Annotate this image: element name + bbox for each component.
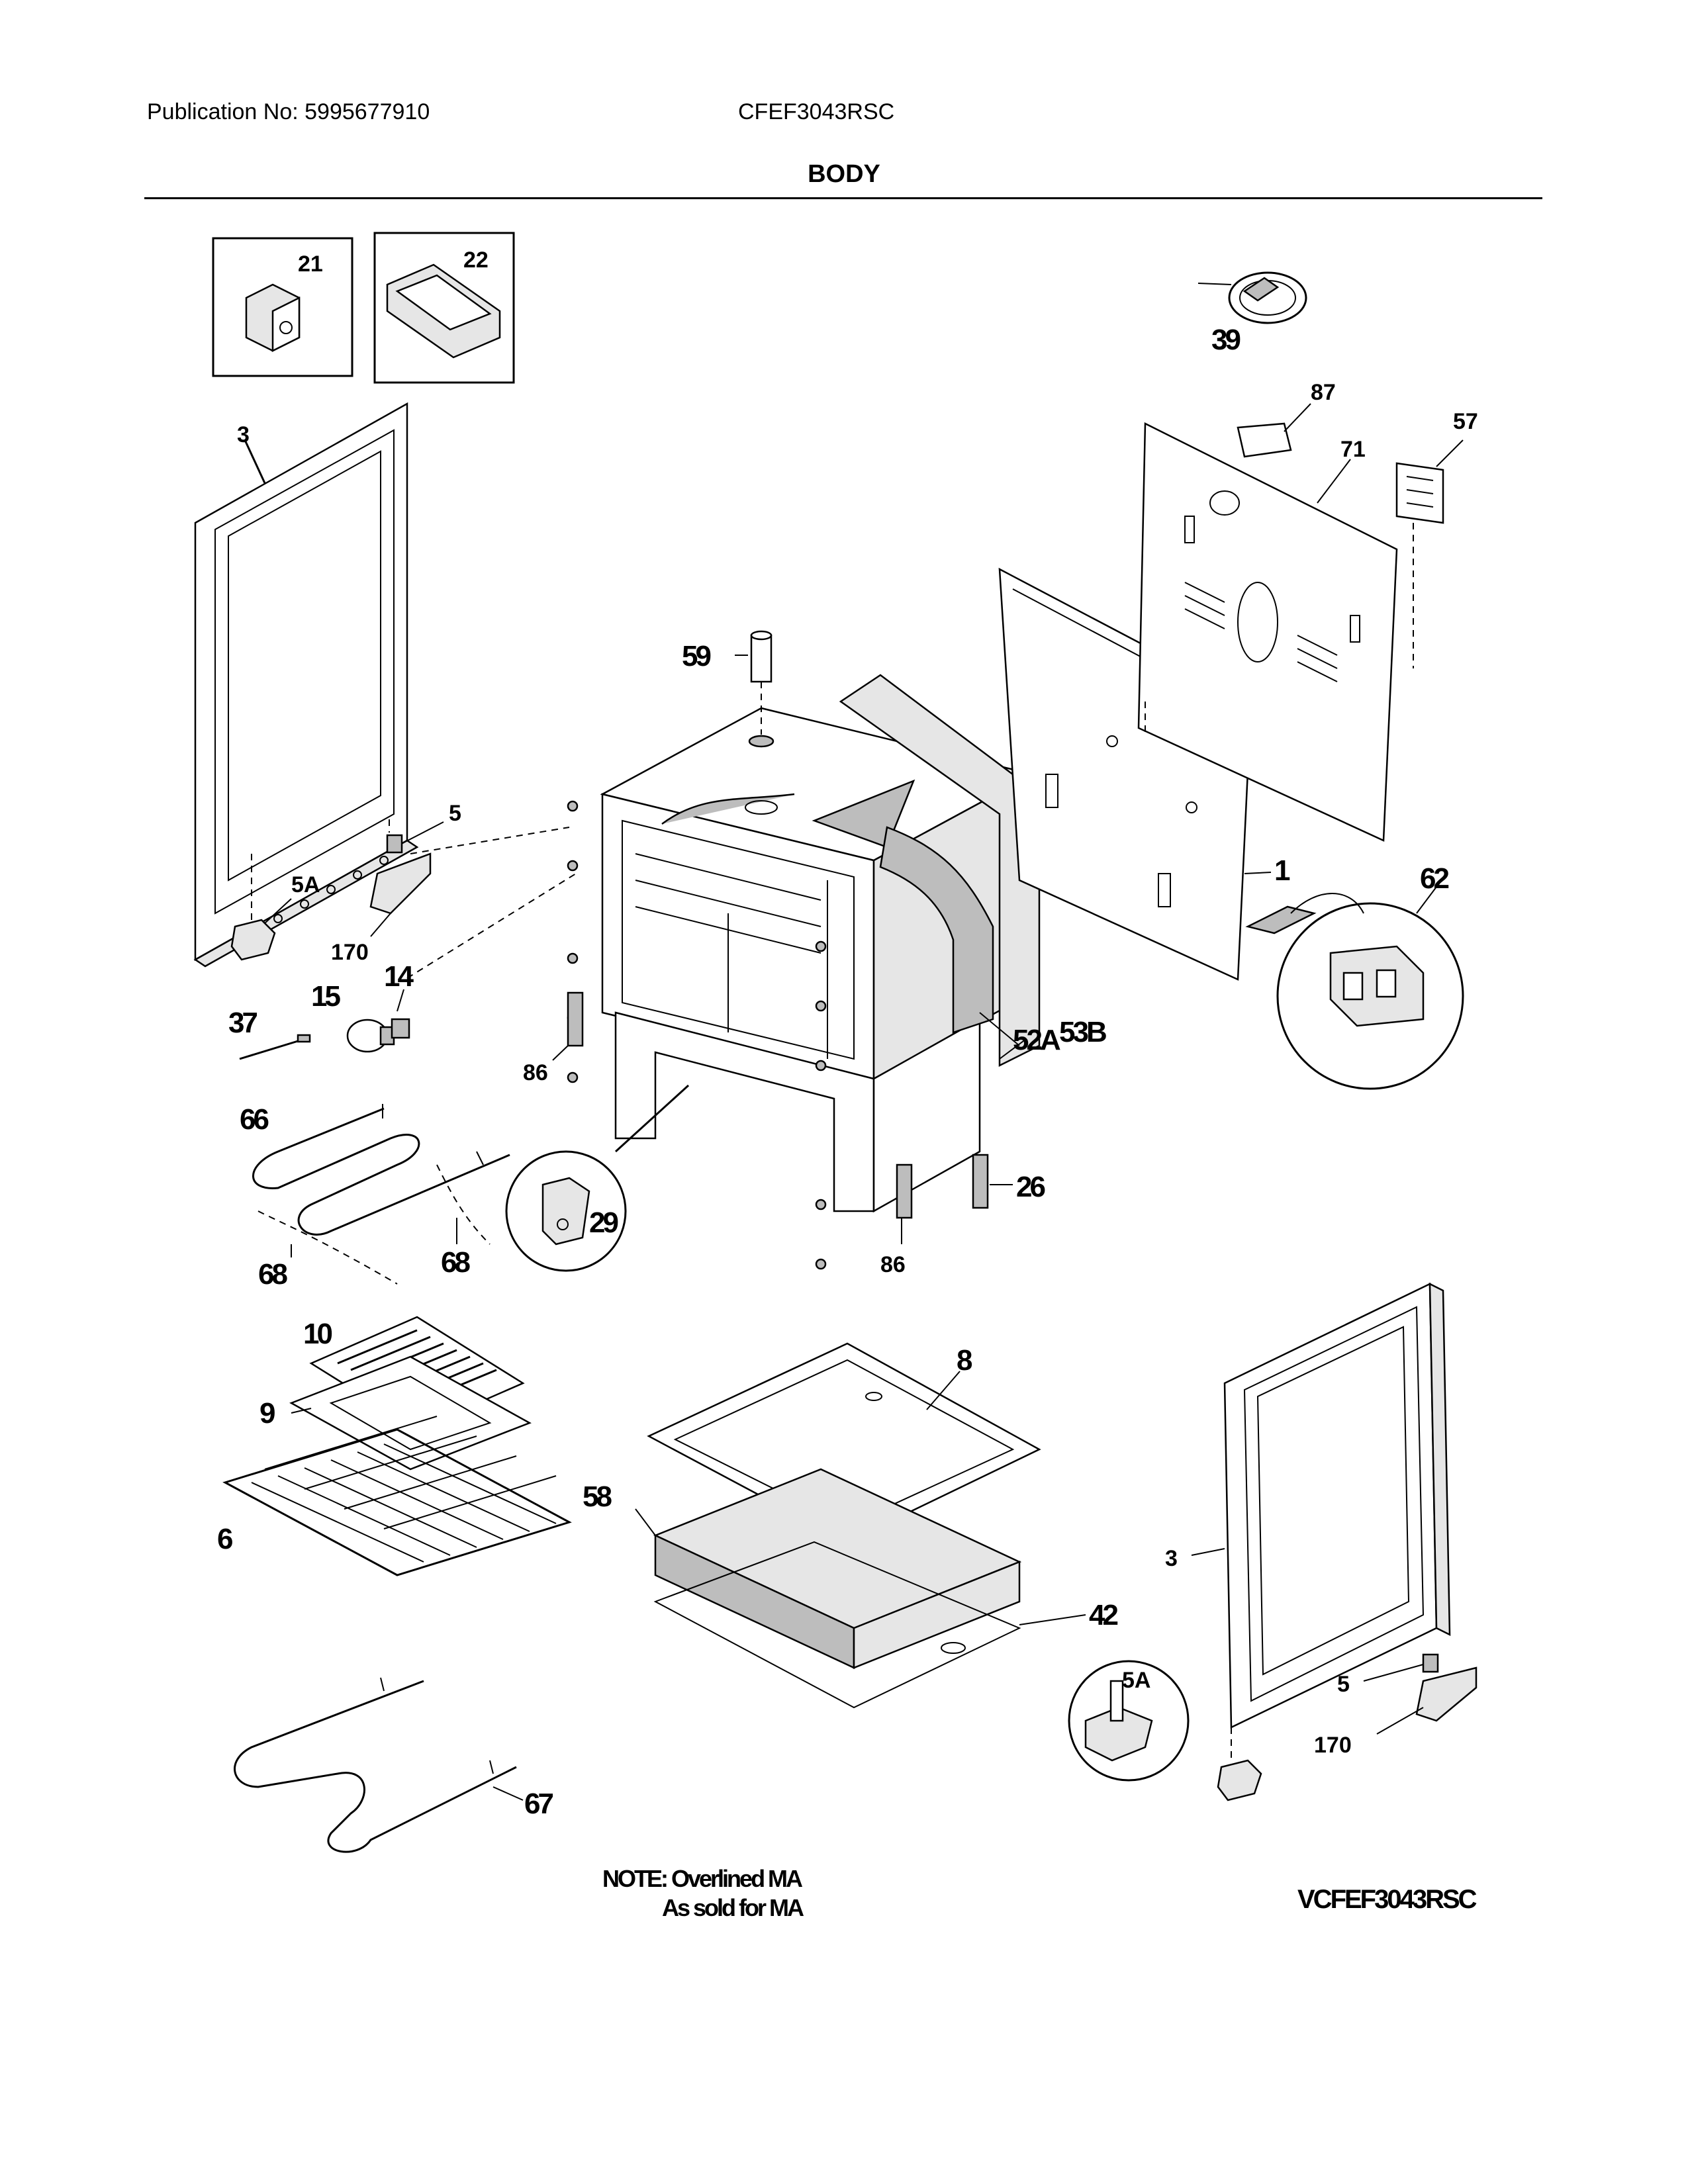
callout-87: 87 bbox=[1311, 380, 1336, 405]
footer-note-line2: As sold for MA bbox=[662, 1894, 804, 1921]
section-title: BODY bbox=[808, 160, 880, 188]
hinge-receiver-170-right[interactable]: 170 bbox=[1314, 1666, 1477, 1758]
callout-42: 42 bbox=[1089, 1599, 1117, 1631]
inset-part-22[interactable]: 22 bbox=[373, 232, 515, 384]
callout-5-left: 5 bbox=[449, 801, 461, 826]
callout-52A: 52A bbox=[1013, 1024, 1060, 1056]
hinge-5A-right[interactable]: 5A bbox=[1068, 1660, 1262, 1801]
vent-tube-59[interactable]: 59 bbox=[682, 630, 773, 735]
insulation-blanket-53B[interactable]: 53B bbox=[839, 674, 1109, 1068]
outer-back-panel-71[interactable]: 71 bbox=[1137, 422, 1398, 842]
callout-5A-right: 5A bbox=[1122, 1668, 1150, 1693]
footer-note-line1: NOTE: Overlined MA bbox=[602, 1865, 803, 1892]
callout-8: 8 bbox=[957, 1344, 972, 1377]
callout-170-right: 170 bbox=[1314, 1733, 1352, 1758]
callout-21: 21 bbox=[298, 251, 323, 277]
callout-26: 26 bbox=[1016, 1171, 1045, 1203]
hinge-receptacle-86-left[interactable]: 86 bbox=[523, 991, 584, 1085]
hinge-5A-left[interactable]: 5A bbox=[230, 854, 320, 961]
callout-68-right: 68 bbox=[441, 1246, 470, 1279]
broil-element-66[interactable]: 66 bbox=[240, 1103, 510, 1236]
callout-3-right: 3 bbox=[1165, 1546, 1178, 1571]
callout-29: 29 bbox=[589, 1206, 618, 1239]
callout-86-right: 86 bbox=[880, 1252, 906, 1277]
terminal-cover-57[interactable]: 57 bbox=[1395, 409, 1478, 668]
lamp-bulb-15[interactable]: 15 bbox=[311, 980, 395, 1053]
insulation-wrap-52A[interactable]: 52A bbox=[879, 826, 1063, 1056]
hinge-receiver-170-left[interactable]: 170 bbox=[331, 852, 432, 965]
insulation-strip-68-right[interactable]: 68 bbox=[436, 1164, 491, 1279]
hinge-screw-5-right[interactable]: 5 bbox=[1337, 1653, 1439, 1697]
callout-53B: 53B bbox=[1059, 1016, 1106, 1048]
callout-66: 66 bbox=[240, 1103, 268, 1136]
bake-element-67[interactable]: 67 bbox=[234, 1677, 555, 1853]
callout-170-left: 170 bbox=[331, 940, 369, 965]
sensor-37[interactable]: 37 bbox=[228, 1007, 311, 1060]
callout-1: 1 bbox=[1274, 854, 1290, 887]
callout-15: 15 bbox=[311, 980, 340, 1013]
callout-22: 22 bbox=[463, 248, 489, 273]
drawer-bottom-42[interactable]: 42 bbox=[653, 1541, 1120, 1709]
hinge-receptacle-86-right[interactable]: 86 bbox=[880, 1163, 913, 1277]
callout-68-left: 68 bbox=[258, 1258, 287, 1291]
callout-67: 67 bbox=[524, 1788, 553, 1820]
right-door-panel[interactable]: 3 bbox=[1165, 1282, 1451, 1729]
callout-10: 10 bbox=[303, 1318, 332, 1350]
header-rule bbox=[144, 197, 1542, 199]
callout-71: 71 bbox=[1340, 437, 1366, 462]
callout-86-left: 86 bbox=[523, 1060, 548, 1085]
callout-37: 37 bbox=[228, 1007, 257, 1039]
door-stop-26[interactable]: 26 bbox=[972, 1154, 1047, 1209]
callout-5-right: 5 bbox=[1337, 1672, 1350, 1697]
callout-9: 9 bbox=[259, 1397, 275, 1430]
publication-number: Publication No: 5995677910 bbox=[147, 99, 430, 124]
callout-58: 58 bbox=[583, 1480, 612, 1513]
storage-drawer-58[interactable]: 58 bbox=[583, 1468, 1022, 1669]
lamp-socket-14[interactable]: 14 bbox=[384, 960, 416, 1039]
insulation-strip-68-left[interactable]: 68 bbox=[258, 1210, 398, 1291]
callout-5A-left: 5A bbox=[291, 872, 320, 897]
callout-62: 62 bbox=[1420, 862, 1448, 895]
drawing-code: VCFEF3043RSC bbox=[1297, 1885, 1477, 1914]
terminal-block-62[interactable]: 62 bbox=[1245, 862, 1464, 1090]
hinge-screw-5-left[interactable]: 5 bbox=[386, 801, 461, 854]
callout-6: 6 bbox=[217, 1523, 232, 1555]
callout-3-left: 3 bbox=[237, 422, 250, 447]
power-cord-39[interactable]: 39 bbox=[1197, 271, 1307, 356]
callout-59: 59 bbox=[682, 640, 710, 672]
inset-part-21[interactable]: 21 bbox=[212, 237, 353, 377]
callout-39: 39 bbox=[1211, 324, 1240, 356]
cord-bracket-87[interactable]: 87 bbox=[1237, 380, 1336, 458]
callout-57: 57 bbox=[1453, 409, 1478, 434]
model-number: CFEF3043RSC bbox=[738, 99, 895, 124]
bracket-29-magnified[interactable]: 29 bbox=[505, 1084, 690, 1272]
